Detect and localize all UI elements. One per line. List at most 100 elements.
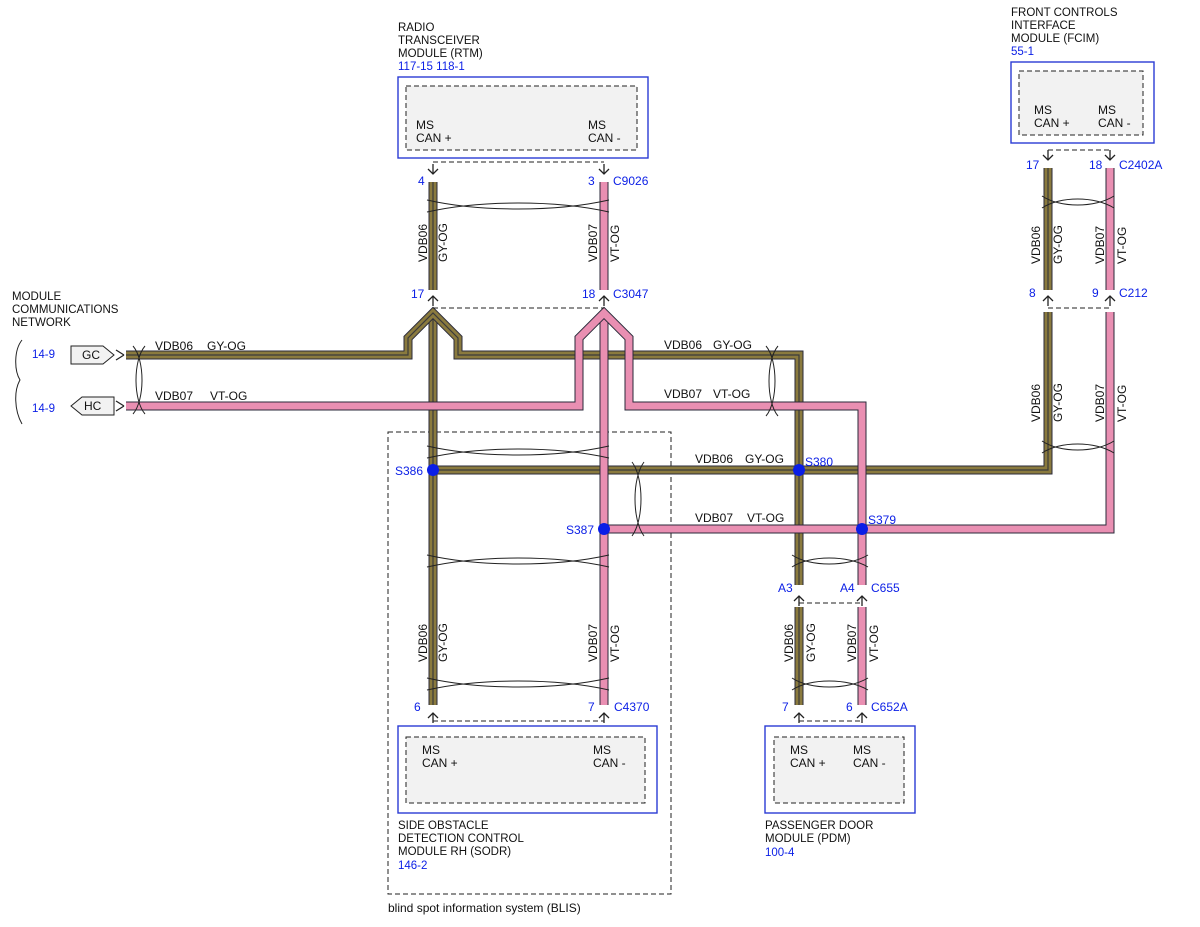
bus-plus-wire-color: GY-OG	[745, 452, 784, 466]
hc-wire-circuit: VDB07	[155, 389, 193, 403]
sodr-module: MS CAN + MS CAN - SIDE OBSTACLE DETECTIO…	[397, 725, 658, 872]
c3047-pin-plus: 17	[411, 287, 425, 301]
pdm-name-1: PASSENGER DOOR	[765, 820, 873, 832]
c4370-id-link[interactable]: C4370	[614, 700, 650, 714]
bus-minus-wire-circuit: VDB07	[695, 511, 733, 525]
c3047-pin-minus: 18	[582, 287, 596, 301]
c4370-pin-minus: 7	[588, 700, 595, 714]
c2402a-id-link[interactable]: C2402A	[1119, 158, 1162, 172]
sodr-plus-color: GY-OG	[436, 623, 450, 662]
bus-plus-wire	[433, 312, 1053, 475]
c212-pin-minus: 9	[1092, 286, 1099, 300]
network-title-3: NETWORK	[12, 317, 71, 329]
c655-pin-plus: A3	[778, 581, 793, 595]
pdm-minus-color: VT-OG	[867, 625, 881, 662]
splice-s380-dot	[793, 464, 805, 476]
rtm-name-3: MODULE (RTM)	[398, 48, 483, 60]
splice-s387-dot	[598, 523, 610, 535]
rtm-pin-plus-1: MS	[416, 118, 434, 132]
fcim-pin-minus-1: MS	[1098, 103, 1116, 117]
splice-s379-dot	[856, 523, 868, 535]
fcim-minus-color: VT-OG	[1115, 227, 1129, 264]
blis-zone-label: blind spot information system (BLIS)	[388, 901, 581, 915]
c9026-pin-minus: 3	[588, 174, 595, 188]
twisted-pair-symbols	[132, 195, 1115, 691]
gc-connector-icon	[70, 345, 115, 365]
c652a-pin-plus: 7	[782, 700, 789, 714]
c212-pin-plus: 8	[1029, 286, 1036, 300]
bus-minus-wire	[604, 312, 1115, 534]
splices: S386 S380 S387 S379	[395, 455, 896, 537]
blis-zone-outline	[387, 431, 672, 895]
sodr-plus-circuit: VDB06	[416, 624, 430, 662]
mid-plus-wire-circuit: VDB06	[664, 338, 702, 352]
c2402a-pin-plus: 17	[1026, 158, 1040, 172]
network-title-2: COMMUNICATIONS	[12, 304, 119, 316]
sodr-minus-circuit: VDB07	[586, 624, 600, 662]
rtm-minus-circuit: VDB07	[586, 224, 600, 262]
fcim-name-2: INTERFACE	[1011, 20, 1076, 32]
fcim-module: FRONT CONTROLS INTERFACE MODULE (FCIM) 5…	[1010, 7, 1155, 144]
rtm-pin-plus-2: CAN +	[416, 131, 452, 145]
connector-joins	[433, 149, 1110, 722]
network-ref-link-2[interactable]: 14-9	[32, 403, 55, 415]
fcim-name-3: MODULE (FCIM)	[1011, 33, 1099, 45]
rtm-plus-circuit: VDB06	[416, 224, 430, 262]
rtm-plus-color: GY-OG	[436, 223, 450, 262]
pdm-minus-circuit: VDB07	[845, 624, 859, 662]
rtm-inner	[405, 85, 638, 151]
c3047-id-link[interactable]: C3047	[613, 287, 649, 301]
hc-connector-label: HC	[84, 399, 102, 413]
c655-id-link[interactable]: C655	[871, 581, 900, 595]
sodr-ref-link[interactable]: 146-2	[398, 860, 427, 872]
sodr-inner	[405, 736, 646, 804]
sodr-name-2: DETECTION CONTROL	[398, 833, 524, 845]
network-ref-link-1[interactable]: 14-9	[32, 349, 55, 361]
fcim-pin-plus-1: MS	[1034, 103, 1052, 117]
pdm-inner	[773, 736, 905, 804]
pin-labels: 4 3 C9026 17 18 C3047 17 18 C2402A 8 9 C…	[411, 158, 1162, 714]
rtm-ref-link[interactable]: 117-15 118-1	[398, 61, 465, 73]
fcim-ref-link[interactable]: 55-1	[1011, 46, 1034, 58]
sodr-name-1: SIDE OBSTACLE	[398, 820, 489, 832]
bus-plus-wire-circuit: VDB06	[695, 452, 733, 466]
c212-id-link[interactable]: C212	[1119, 286, 1148, 300]
pdm-name-2: MODULE (PDM)	[765, 833, 851, 845]
fcim-plus-color: GY-OG	[1051, 225, 1065, 264]
gc-wire-color: GY-OG	[207, 339, 246, 353]
network-block: MODULE COMMUNICATIONS NETWORK 14-9 14-9 …	[12, 291, 125, 425]
c652a-id-link[interactable]: C652A	[871, 700, 908, 714]
c655-pin-minus: A4	[840, 581, 855, 595]
mid-minus-wire-circuit: VDB07	[664, 387, 702, 401]
rtm-pin-minus-1: MS	[588, 118, 606, 132]
network-brace-icon	[15, 339, 23, 425]
connector-pins	[427, 150, 1116, 723]
hc-wire-color: VT-OG	[210, 389, 247, 403]
wire-harness	[126, 168, 1115, 705]
rtm-module: RADIO TRANSCEIVER MODULE (RTM) 117-15 11…	[397, 22, 649, 159]
rtm-minus-color: VT-OG	[608, 225, 622, 262]
c4370-pin-plus: 6	[414, 700, 421, 714]
vertical-wire-labels: VDB06 GY-OG VDB07 VT-OG VDB06 GY-OG VDB0…	[416, 223, 1129, 662]
rtm-name-1: RADIO	[398, 22, 434, 34]
sodr-pin-plus-1: MS	[422, 743, 440, 757]
splice-s386-label[interactable]: S386	[395, 464, 423, 478]
sodr-pin-minus-1: MS	[593, 743, 611, 757]
rtm-pin-minus-2: CAN -	[588, 131, 621, 145]
fcim-lower-plus-circuit: VDB06	[1029, 384, 1043, 422]
pdm-ref-link[interactable]: 100-4	[765, 847, 795, 859]
fcim-pin-minus-2: CAN -	[1098, 116, 1131, 130]
splice-s380-label[interactable]: S380	[805, 455, 833, 469]
rtm-name-2: TRANSCEIVER	[398, 35, 480, 47]
splice-s387-label[interactable]: S387	[566, 523, 594, 537]
network-title-1: MODULE	[12, 291, 62, 303]
fcim-plus-circuit: VDB06	[1029, 226, 1043, 264]
splice-s379-label[interactable]: S379	[868, 513, 896, 527]
pdm-pin-plus-2: CAN +	[790, 756, 826, 770]
pdm-pin-plus-1: MS	[790, 743, 808, 757]
fcim-pin-plus-2: CAN +	[1034, 116, 1070, 130]
hc-pin-arrow-icon	[115, 400, 125, 412]
sodr-pin-minus-2: CAN -	[593, 756, 626, 770]
c9026-id-link[interactable]: C9026	[613, 174, 649, 188]
mid-minus-wire-color: VT-OG	[713, 387, 750, 401]
